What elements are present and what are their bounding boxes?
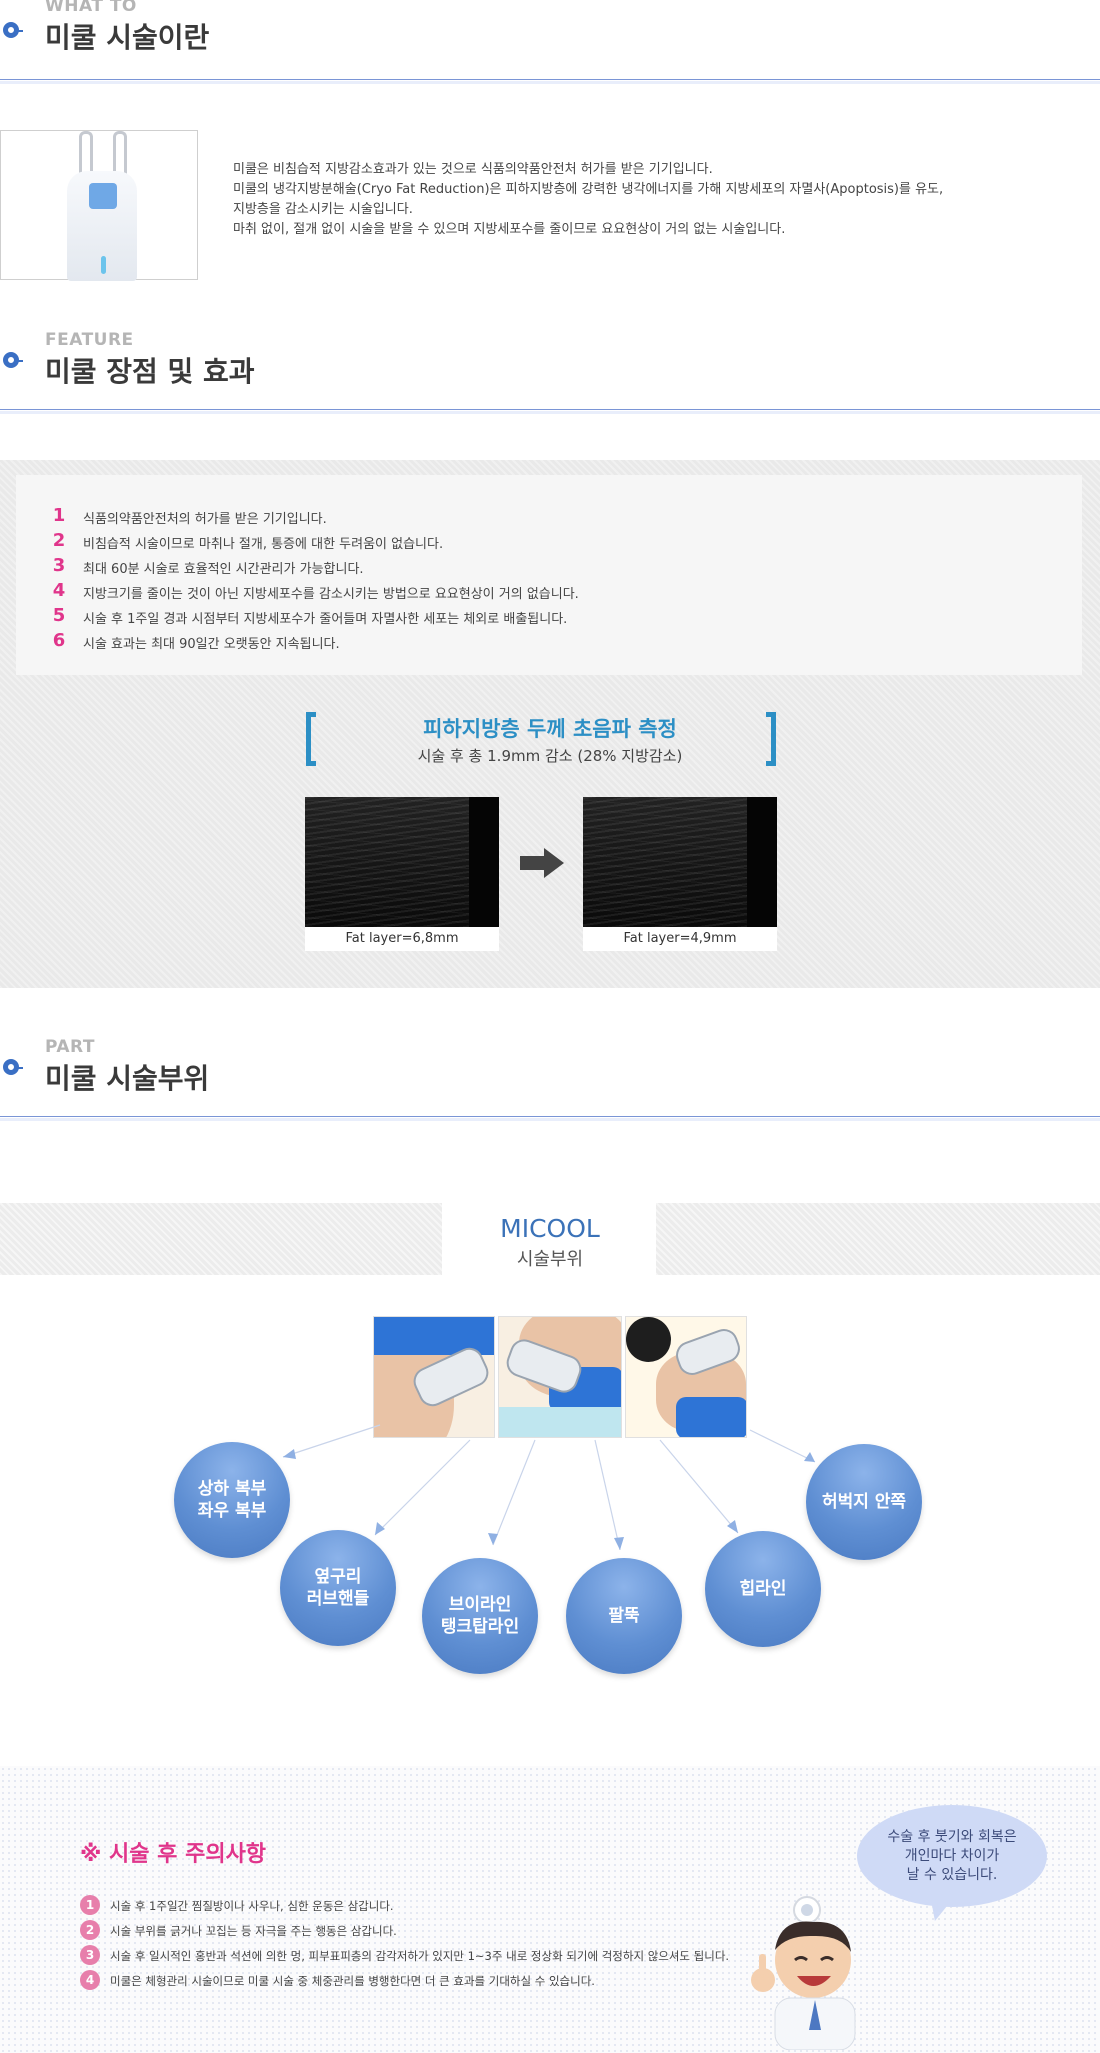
area-label: 러브핸들 <box>306 1589 370 1609</box>
description-line: 마취 없이, 절개 없이 시술을 받을 수 있으며 지방세포수를 줄이므로 요요… <box>233 222 786 237</box>
feature-list-box <box>16 475 1082 675</box>
section-header-part: PART 미쿨 시술부위 <box>0 1037 1100 1121</box>
area-label: 상하 복부 <box>197 1479 267 1499</box>
caution-number: 4 <box>80 1970 100 1990</box>
ultrasound-after-image <box>583 797 777 927</box>
area-circle-thigh: 허벅지 안쪽 <box>806 1444 922 1560</box>
section-divider <box>0 409 1100 410</box>
area-label: 좌우 복부 <box>197 1501 267 1521</box>
feature-text: 비침습적 시술이므로 마취나 절개, 통증에 대한 두려움이 없습니다. <box>83 537 444 552</box>
caution-number: 2 <box>80 1920 100 1940</box>
bubble-line: 날 수 있습니다. <box>906 1866 998 1883</box>
ultrasound-subtitle: 시술 후 총 1.9mm 감소 (28% 지방감소) <box>417 747 683 765</box>
feature-number: 3 <box>52 555 66 576</box>
caution-text: 미쿨은 체형관리 시술이므로 미쿨 시술 중 체중관리를 병행한다면 더 큰 효… <box>110 1974 595 1988</box>
brand-band-right <box>656 1203 1100 1275</box>
bubble-line: 수술 후 붓기와 회복은 <box>887 1828 1017 1845</box>
feature-number: 2 <box>52 530 66 551</box>
area-label: 허벅지 안쪽 <box>821 1492 907 1512</box>
feature-number: 4 <box>52 580 66 601</box>
feature-text: 시술 후 1주일 경과 시점부터 지방세포수가 줄어들며 자멸사한 세포는 체외… <box>83 612 568 627</box>
area-label: 브이라인 <box>448 1595 512 1615</box>
right-bracket <box>766 712 776 766</box>
device-image <box>0 130 198 281</box>
what-description: 미쿨은 비침습적 지방감소효과가 있는 것으로 식품의약품안전처 허가를 받은 … <box>233 160 943 240</box>
description-line: 미쿨의 냉각지방분해술(Cryo Fat Reduction)은 피하지방층에 … <box>233 182 944 197</box>
brand-subtitle: 시술부위 <box>516 1249 584 1270</box>
description-line: 미쿨은 비침습적 지방감소효과가 있는 것으로 식품의약품안전처 허가를 받은 … <box>233 162 713 177</box>
feature-number: 5 <box>52 605 66 626</box>
section-bullet-icon <box>3 22 23 38</box>
section-bullet-icon <box>3 352 23 368</box>
ultrasound-after-caption: Fat layer=4,9mm <box>583 927 777 951</box>
section-eng-title: FEATURE <box>45 330 134 350</box>
area-label: 힙라인 <box>739 1579 787 1599</box>
feature-text: 식품의약품안전처의 허가를 받은 기기입니다. <box>83 512 327 527</box>
ultrasound-before-caption: Fat layer=6,8mm <box>305 927 499 951</box>
caution-text: 시술 후 1주일간 찜질방이나 사우나, 심한 운동은 삼갑니다. <box>110 1899 394 1913</box>
feature-number: 6 <box>52 630 66 651</box>
brand-title: MICOOL <box>500 1214 600 1243</box>
caution-text: 시술 부위를 긁거나 꼬집는 등 자극을 주는 행동은 삼갑니다. <box>110 1924 397 1938</box>
ultrasound-before-image <box>305 797 499 927</box>
treatment-photo-side <box>498 1316 622 1438</box>
brand-band-left <box>0 1203 442 1275</box>
treatment-photo-arm <box>625 1316 747 1438</box>
section-header-feature: FEATURE 미쿨 장점 및 효과 <box>0 330 1100 414</box>
section-title: 미쿨 시술이란 <box>45 21 210 54</box>
feature-text: 지방크기를 줄이는 것이 아닌 지방세포수를 감소시키는 방법으로 요요현상이 … <box>83 587 579 602</box>
area-label: 팔뚝 <box>608 1606 640 1626</box>
section-divider <box>0 1116 1100 1117</box>
section-eng-title: PART <box>45 1037 95 1057</box>
caution-title: ※ 시술 후 주의사항 <box>80 1842 267 1867</box>
section-header-what: WHAT TO 미쿨 시술이란 <box>0 0 1100 84</box>
section-bullet-icon <box>3 1059 23 1075</box>
area-circle-arm: 팔뚝 <box>566 1558 682 1674</box>
doctor-character-icon <box>751 1896 856 2050</box>
treatment-photo-abdomen <box>373 1316 495 1438</box>
section-divider <box>0 79 1100 80</box>
connector-lines <box>282 1424 816 1550</box>
bubble-line: 개인마다 차이가 <box>904 1847 1000 1864</box>
feature-number: 1 <box>52 505 66 526</box>
caution-number: 1 <box>80 1895 100 1915</box>
area-label: 옆구리 <box>314 1567 362 1587</box>
speech-bubble: 수술 후 붓기와 회복은 개인마다 차이가 날 수 있습니다. <box>857 1805 1047 1907</box>
section-title: 미쿨 장점 및 효과 <box>45 355 255 388</box>
area-label: 탱크탑라인 <box>440 1617 520 1637</box>
ultrasound-title: 피하지방층 두께 초음파 측정 <box>423 717 677 741</box>
description-line: 지방층을 감소시키는 시술입니다. <box>233 202 413 217</box>
left-bracket <box>306 712 316 766</box>
feature-text: 시술 효과는 최대 90일간 오랫동안 지속됩니다. <box>83 637 340 652</box>
section-title: 미쿨 시술부위 <box>45 1062 210 1095</box>
arrow-right-icon <box>520 848 564 878</box>
feature-text: 최대 60분 시술로 효율적인 시간관리가 가능합니다. <box>83 562 364 577</box>
caution-number: 3 <box>80 1945 100 1965</box>
area-circle-hip: 힙라인 <box>705 1531 821 1647</box>
caution-text: 시술 후 일시적인 홍반과 석션에 의한 멍, 피부표피층의 감각저하가 있지만… <box>110 1949 730 1963</box>
section-eng-title: WHAT TO <box>45 0 137 16</box>
